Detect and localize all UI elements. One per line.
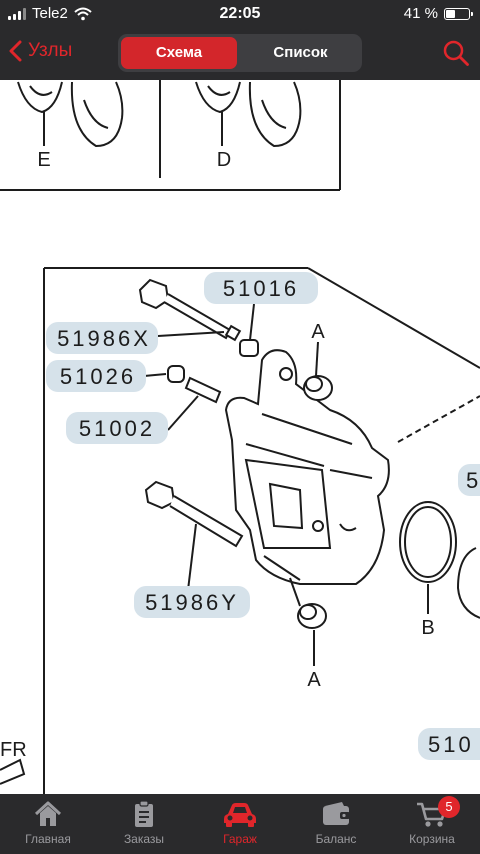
part-label-right[interactable]: 5: [458, 464, 480, 496]
tab-home-label: Главная: [25, 832, 71, 846]
tab-home[interactable]: Главная: [0, 794, 96, 854]
back-label: Узлы: [28, 40, 73, 61]
parts-diagram[interactable]: E D: [0, 80, 480, 794]
diagram-canvas: E D: [0, 80, 480, 794]
part-label-51026[interactable]: 51026: [46, 360, 146, 392]
part-label-51986x[interactable]: 51986X: [46, 322, 158, 354]
label-b: B: [421, 617, 434, 639]
label-fr: FR: [0, 739, 27, 761]
part-label-51016[interactable]: 51016: [204, 272, 318, 304]
label-e: E: [37, 149, 50, 171]
bolt-lower: [144, 480, 244, 548]
cart-badge: 5: [438, 796, 460, 818]
status-bar: Tele2 22:05 41 %: [0, 0, 480, 28]
tab-orders[interactable]: Заказы: [96, 794, 192, 854]
carrier-name: Tele2: [32, 5, 68, 22]
tab-bar: Главная Заказы Гараж Баланс: [0, 794, 480, 854]
back-button[interactable]: Узлы: [8, 40, 72, 62]
home-icon: [34, 801, 62, 826]
tab-garage[interactable]: Гараж: [192, 794, 288, 854]
bushing: [239, 339, 259, 357]
clipboard-icon: [135, 800, 153, 827]
part-number-text: 51986Y: [145, 590, 239, 615]
battery-percent: 41 %: [403, 5, 438, 22]
tab-garage-label: Гараж: [223, 832, 257, 846]
nav-bar: Узлы Схема Список: [0, 28, 480, 80]
label-a-bottom: A: [307, 669, 321, 691]
bleeder-screw: [184, 376, 222, 404]
tab-cart[interactable]: Корзина 5: [384, 794, 480, 854]
search-icon: [443, 40, 469, 66]
part-label-bottom[interactable]: 510: [418, 728, 480, 760]
search-button[interactable]: [442, 39, 470, 72]
status-time: 22:05: [219, 5, 261, 22]
brake-pad-d: [195, 81, 302, 148]
part-label-51002[interactable]: 51002: [66, 412, 168, 444]
segment-scheme[interactable]: Схема: [121, 37, 237, 69]
wallet-icon: [323, 802, 350, 825]
label-a-top: A: [311, 321, 325, 343]
part-number-text: 51016: [223, 276, 299, 301]
tab-orders-label: Заказы: [123, 832, 165, 846]
leader-lines: [0, 303, 429, 785]
dust-cap: [167, 365, 185, 383]
label-d: D: [217, 149, 231, 171]
brake-pad-e: [17, 81, 124, 148]
boot-a-bottom: [297, 603, 327, 629]
status-right: 41 %: [403, 5, 473, 22]
part-label-51986y[interactable]: 51986Y: [134, 586, 250, 618]
tab-balance-label: Баланс: [315, 832, 357, 846]
chevron-left-icon: [9, 40, 22, 62]
part-number-text: 5: [466, 468, 480, 493]
tab-cart-label: Корзина: [409, 832, 455, 846]
caliper-body: [224, 349, 390, 585]
part-number-text: 51026: [60, 364, 136, 389]
car-icon: [224, 803, 256, 827]
boot-a-top: [303, 375, 333, 401]
battery-icon: [444, 7, 473, 20]
view-segmented-control: Схема Список: [118, 34, 362, 72]
part-number-text: 51002: [79, 416, 155, 441]
wifi-icon: [74, 7, 92, 20]
status-left: Tele2: [8, 5, 92, 22]
bolt-upper: [138, 278, 242, 342]
signal-icon: [8, 7, 26, 20]
top-frame: [0, 80, 341, 191]
tab-balance[interactable]: Баланс: [288, 794, 384, 854]
piston-seal: [399, 501, 480, 619]
part-number-text: 51986X: [57, 326, 151, 351]
main-frame: [43, 267, 480, 794]
segment-list[interactable]: Список: [273, 44, 328, 61]
part-number-text: 510: [428, 732, 474, 757]
